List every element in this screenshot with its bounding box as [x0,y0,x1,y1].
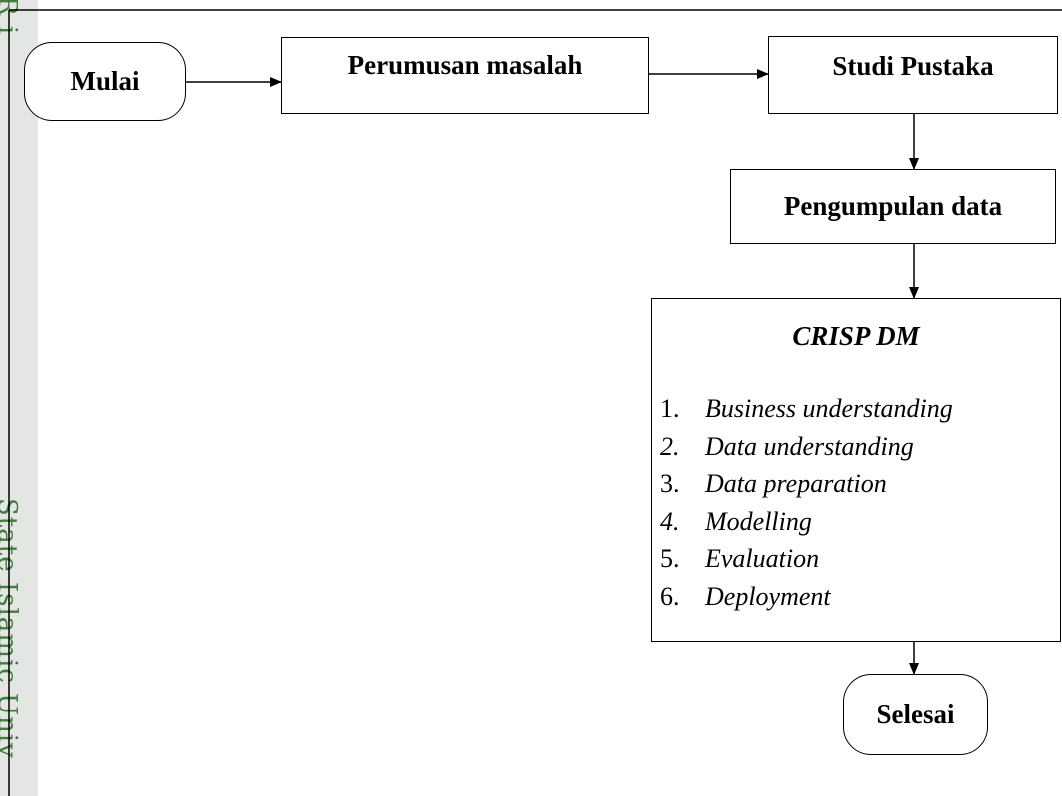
step-label: Modelling [705,506,812,536]
end-node: Selesai [843,674,988,755]
crisp-step: 1. Business understanding [660,394,953,432]
watermark-sidebar: R i State Islamic Univ [0,0,38,796]
crisp-dm-title: CRISP DM [792,321,920,351]
step-label: Business understanding [705,394,953,423]
problem-formulation-node: Perumusan masalah [281,37,649,114]
start-node: Mulai [24,42,186,121]
problem-formulation-label: Perumusan masalah [347,50,583,80]
end-node-label: Selesai [876,699,955,729]
step-label: Data understanding [705,431,914,461]
data-collection-node: Pengumpulan data [730,169,1056,244]
step-number: 6. [660,581,680,611]
crisp-step: 3. Data preparation [660,469,953,507]
start-node-label: Mulai [70,66,140,96]
crisp-step: 2. Data understanding [660,432,953,470]
step-label: Data preparation [705,469,887,498]
step-label: Deployment [705,581,831,611]
literature-study-label: Studi Pustaka [832,51,994,81]
data-collection-label: Pengumpulan data [783,191,1003,221]
crisp-dm-node: CRISP DM 1. Business understanding 2. Data… [651,298,1061,642]
step-number: 3. [660,469,680,498]
step-number: 1. [660,394,680,423]
crisp-step: 5. Evaluation [660,544,953,582]
crisp-step: 4. Modelling [660,507,953,545]
crisp-step: 6. Deployment [660,582,953,620]
step-number: 5. [660,544,680,573]
crisp-dm-steps: 1. Business understanding 2. Data understa… [660,394,953,619]
step-number: 4. [660,506,680,536]
literature-study-node: Studi Pustaka [768,36,1058,114]
step-label: Evaluation [705,544,820,573]
step-number: 2. [660,431,680,461]
